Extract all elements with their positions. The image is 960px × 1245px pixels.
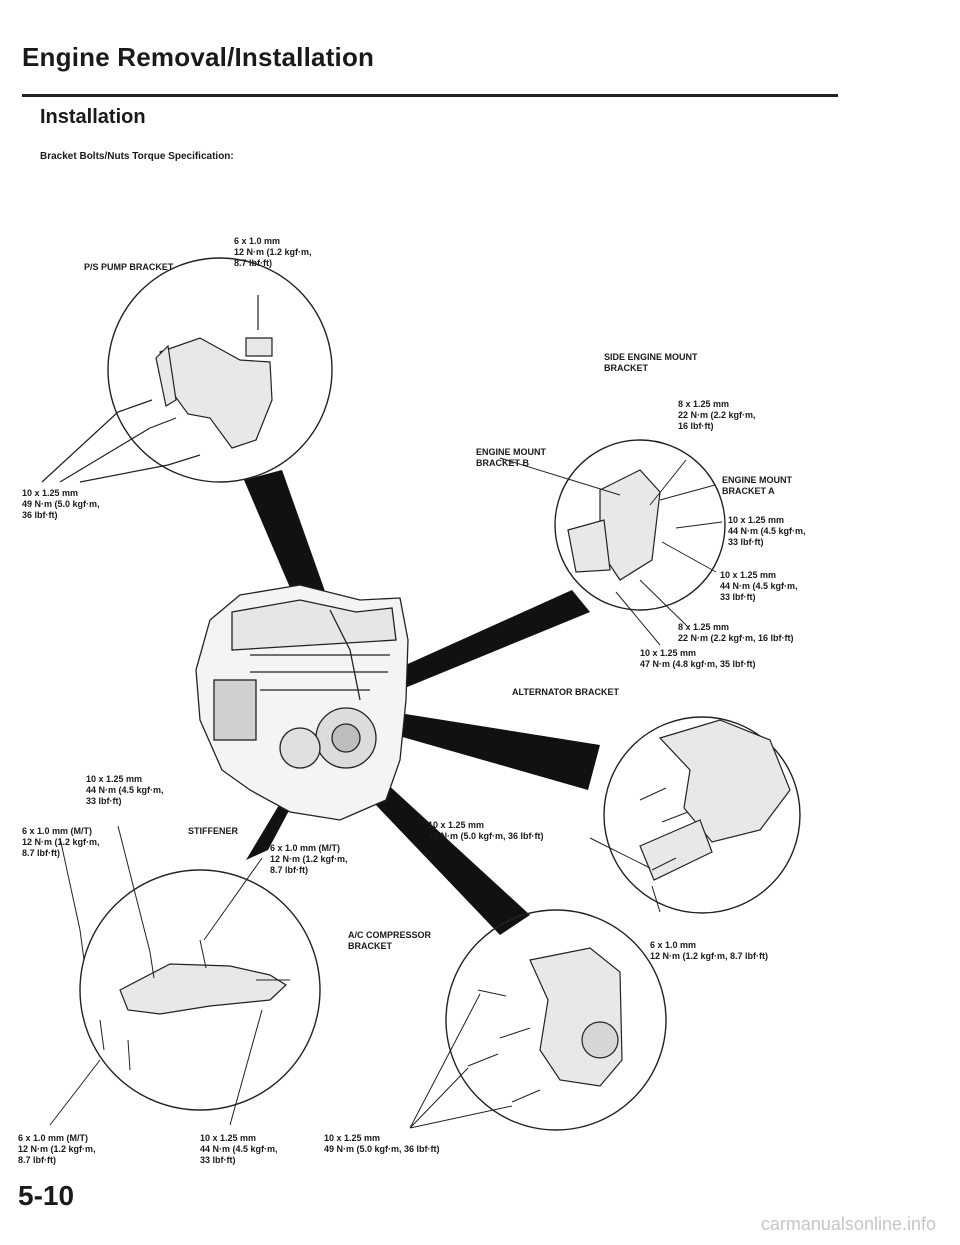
ac-compressor-circle	[445, 909, 667, 1131]
stiffener-left-spec: 6 x 1.0 mm (M/T) 12 N·m (1.2 kgf·m, 8.7 …	[22, 826, 100, 858]
subheading: Bracket Bolts/Nuts Torque Specification:	[40, 151, 234, 162]
ps-top-spec: 6 x 1.0 mm 12 N·m (1.2 kgf·m, 8.7 lbf·ft…	[234, 236, 312, 268]
watermark: carmanualsonline.info	[760, 1214, 936, 1234]
side-mount-mid2-spec: 10 x 1.25 mm 44 N·m (4.5 kgf·m, 33 lbf·f…	[720, 570, 798, 602]
side-mount-top-spec: 8 x 1.25 mm 22 N·m (2.2 kgf·m, 16 lbf·ft…	[678, 399, 756, 431]
side-mount-10-spec: 10 x 1.25 mm 47 N·m (4.8 kgf·m, 35 lbf·f…	[640, 648, 756, 669]
stiffener-right-spec: 6 x 1.0 mm (M/T) 12 N·m (1.2 kgf·m, 8.7 …	[270, 843, 348, 875]
alternator-left-spec: 10 x 1.25 mm 49 N·m (5.0 kgf·m, 36 lbf·f…	[428, 820, 544, 841]
stiffener-bottom-mid-spec: 10 x 1.25 mm 44 N·m (4.5 kgf·m, 33 lbf·f…	[200, 1133, 278, 1165]
section-heading: Installation	[40, 106, 146, 128]
ac-compressor-bracket-label: A/C COMPRESSOR BRACKET	[348, 930, 432, 951]
stiffener-top-spec: 10 x 1.25 mm 44 N·m (4.5 kgf·m, 33 lbf·f…	[86, 774, 164, 806]
ac-bottom-spec: 10 x 1.25 mm 49 N·m (5.0 kgf·m, 36 lbf·f…	[324, 1133, 440, 1154]
stiffener-circle	[79, 869, 321, 1111]
engine-block	[195, 584, 409, 821]
alternator-bottom-spec: 6 x 1.0 mm 12 N·m (1.2 kgf·m, 8.7 lbf·ft…	[650, 940, 769, 961]
ps-pump-bracket-label: P/S PUMP BRACKET	[84, 262, 174, 272]
side-mount-circle	[554, 439, 726, 611]
stiffener-label: STIFFENER	[188, 826, 239, 836]
side-engine-mount-bracket-label: SIDE ENGINE MOUNT BRACKET	[604, 352, 698, 373]
ps-bracket-shape	[159, 337, 273, 449]
page-number: 5-10	[18, 1180, 75, 1211]
engine-mount-bracket-a-label: ENGINE MOUNT BRACKET A	[722, 475, 793, 496]
side-mount-mid1-spec: 10 x 1.25 mm 44 N·m (4.5 kgf·m, 33 lbf·f…	[728, 515, 806, 547]
alternator-circle	[603, 716, 801, 914]
alternator-bracket-label: ALTERNATOR BRACKET	[512, 687, 619, 697]
page-title: Engine Removal/Installation	[22, 42, 375, 72]
side-mount-8-spec: 8 x 1.25 mm 22 N·m (2.2 kgf·m, 16 lbf·ft…	[678, 622, 794, 643]
engine-mount-bracket-b-label: ENGINE MOUNT BRACKET B	[476, 447, 547, 468]
ps-left-spec: 10 x 1.25 mm 49 N·m (5.0 kgf·m, 36 lbf·f…	[22, 488, 100, 520]
ps-pump-circle	[107, 257, 333, 483]
title-rule	[22, 94, 838, 97]
stiffener-bottom-left-spec: 6 x 1.0 mm (M/T) 12 N·m (1.2 kgf·m, 8.7 …	[18, 1133, 96, 1165]
